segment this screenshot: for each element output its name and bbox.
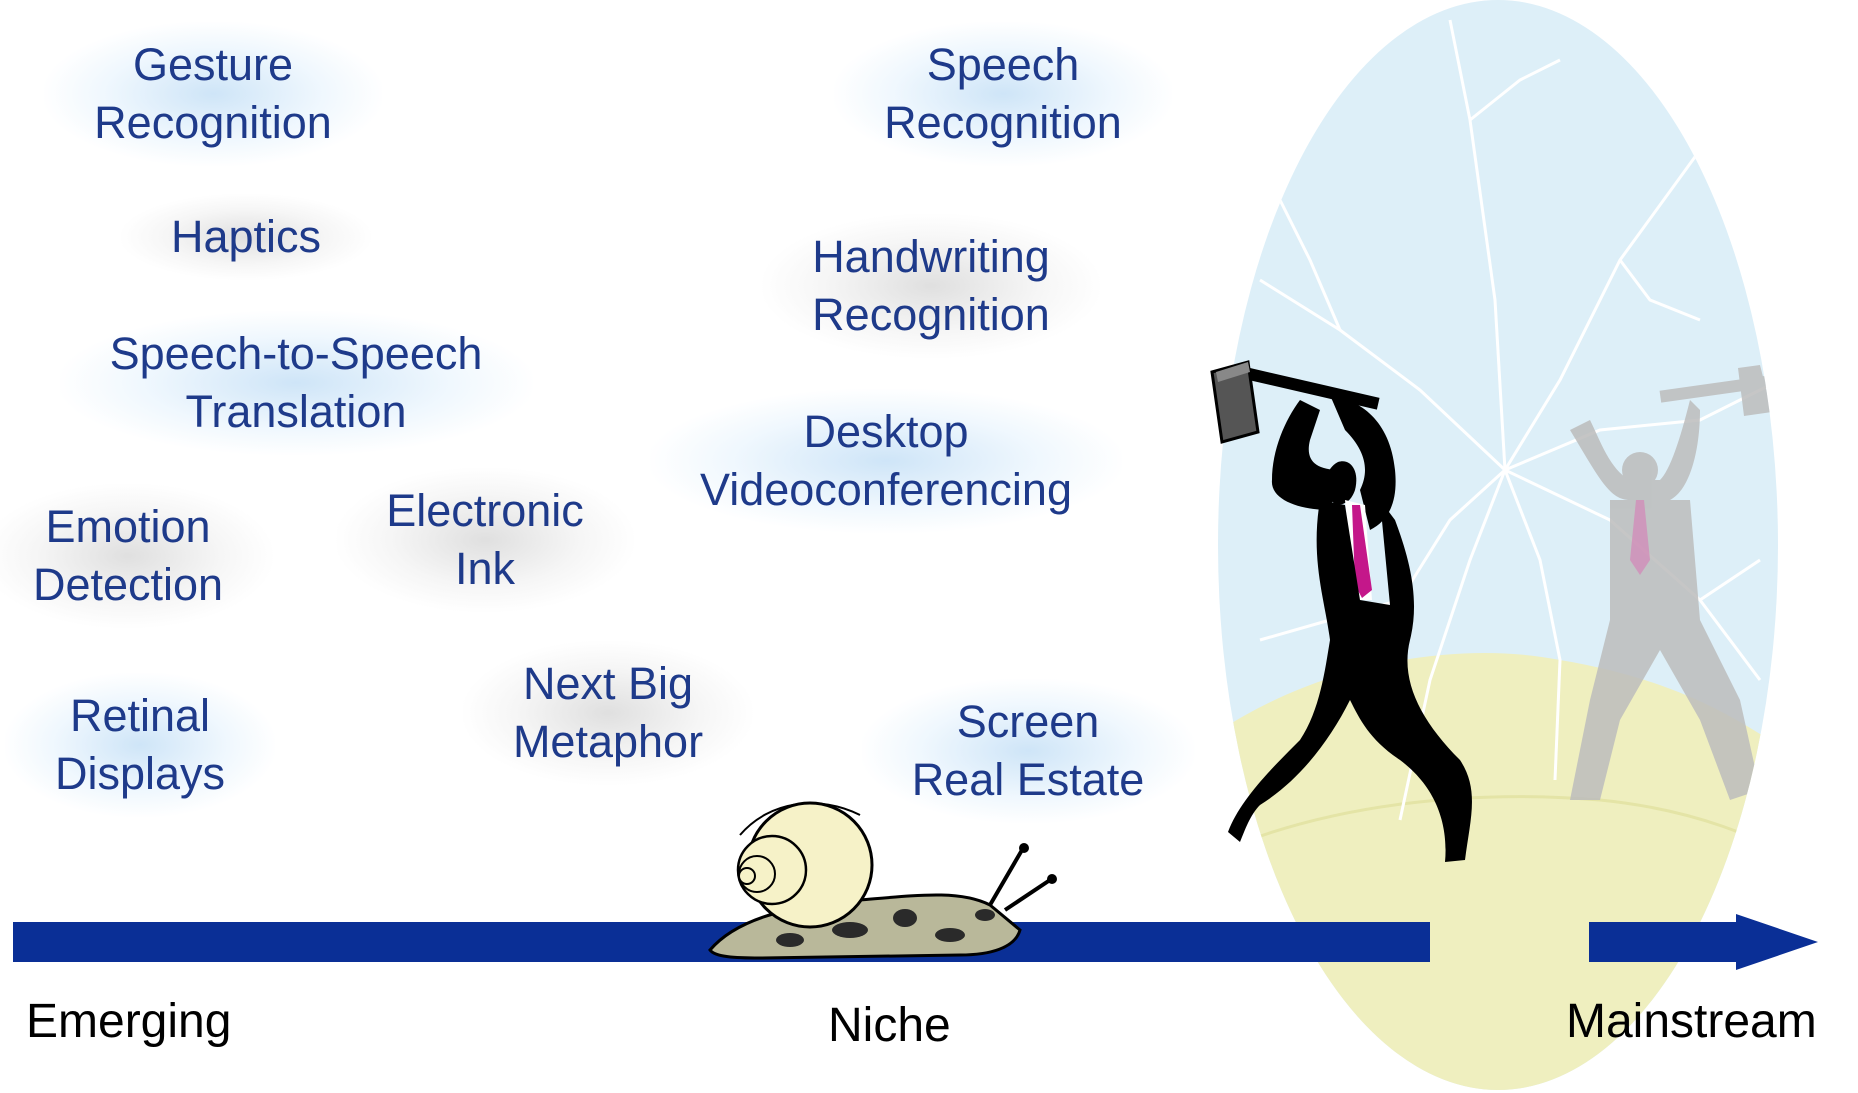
crack-lines	[1259, 19, 1778, 821]
tech-label-line: Next Big	[522, 658, 694, 709]
tech-label-line: Emotion	[45, 501, 211, 552]
tech-label-line: Speech	[926, 39, 1080, 90]
tech-label-line: Recognition	[94, 97, 332, 148]
tech-label-line: Displays	[54, 748, 226, 799]
tech-label-line: Translation	[185, 386, 407, 437]
tech-label-line: Recognition	[884, 97, 1122, 148]
tech-label-line: Speech-to-Speech	[109, 328, 483, 379]
reflection-figure	[1570, 365, 1772, 800]
timeline-arrow-head	[1589, 914, 1818, 970]
tech-label-line: Metaphor	[512, 716, 704, 767]
tech-label-line: Real Estate	[911, 754, 1145, 805]
tech-label-line: Haptics	[170, 211, 322, 262]
axis-label-niche: Niche	[828, 999, 951, 1052]
tech-label-line: Recognition	[812, 289, 1050, 340]
tech-label-line: Gesture	[132, 39, 294, 90]
tech-label-line: Desktop	[803, 406, 969, 457]
tech-label-line: Detection	[32, 559, 224, 610]
tech-label-line: Ink	[454, 543, 516, 594]
broken-mirror	[1218, 0, 1778, 1090]
snail-icon	[708, 801, 1057, 960]
businessman-figure	[1210, 360, 1472, 862]
tech-haptics: Haptics	[120, 194, 372, 280]
tech-label-line: Handwriting	[812, 231, 1050, 282]
tech-label-line: Electronic	[386, 485, 584, 536]
axis-label-mainstream: Mainstream	[1566, 995, 1817, 1048]
tech-label-line: Screen	[956, 696, 1100, 747]
tech-label-line: Retinal	[69, 690, 211, 741]
tech-label-line: Videoconferencing	[700, 464, 1072, 515]
axis-label-emerging: Emerging	[26, 995, 232, 1048]
